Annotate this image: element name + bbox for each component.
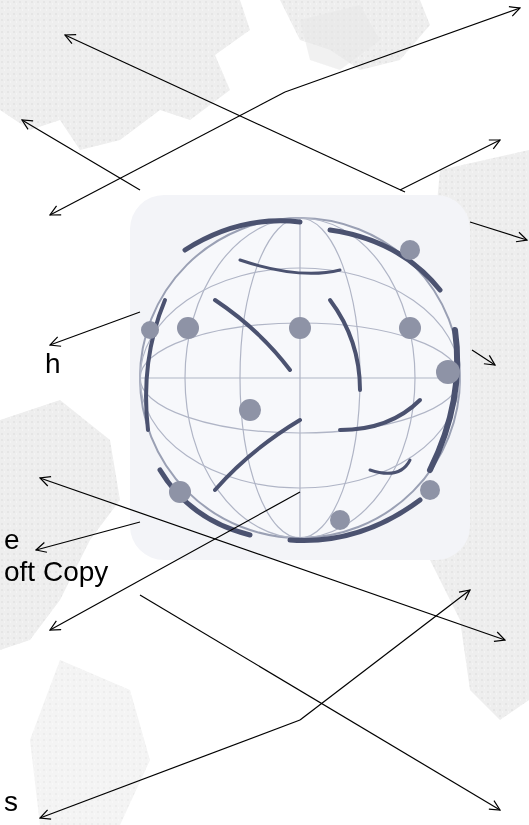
leader-arrows [22,8,527,818]
label-text: oft Copy [4,556,108,588]
label-text: s [4,786,18,818]
globe-icon [130,195,470,560]
label-text: e [4,524,20,556]
label-text: h [45,348,61,380]
